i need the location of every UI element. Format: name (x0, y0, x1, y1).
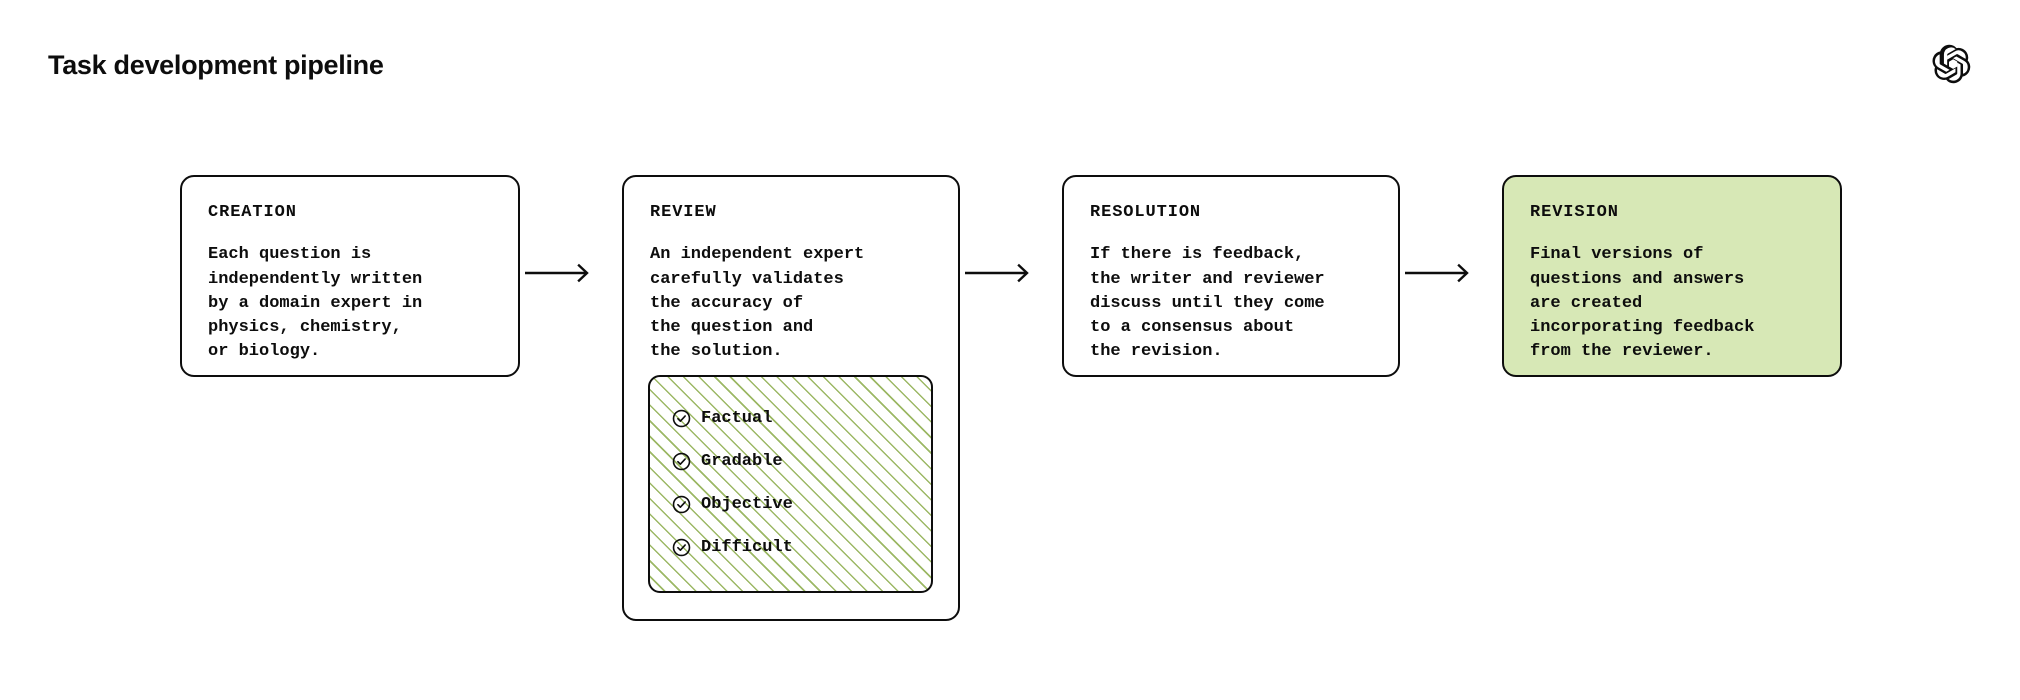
list-item: Factual (672, 397, 931, 440)
page-title: Task development pipeline (48, 50, 384, 80)
criteria-label: Gradable (701, 452, 783, 471)
arrow-right-icon (1405, 258, 1473, 288)
stage-heading: CREATION (208, 203, 297, 222)
stage-description: An independent expert carefully validate… (650, 245, 865, 361)
stage-description: If there is feedback, the writer and rev… (1090, 245, 1325, 361)
check-circle-icon (672, 452, 691, 471)
pipeline-stage-revision[interactable]: REVISION Final versions of questions and… (1502, 175, 1842, 377)
arrow-right-icon (965, 258, 1033, 288)
criteria-label: Factual (701, 409, 773, 428)
stage-heading: REVISION (1530, 203, 1619, 222)
stage-description: Final versions of questions and answers … (1530, 245, 1755, 361)
list-item: Objective (672, 483, 931, 526)
arrow-right-icon (525, 258, 593, 288)
check-circle-icon (672, 538, 691, 557)
pipeline-stage-creation[interactable]: CREATION Each question is independently … (180, 175, 520, 377)
stage-heading: REVIEW (650, 203, 717, 222)
list-item: Difficult (672, 526, 931, 569)
check-circle-icon (672, 409, 691, 428)
stage-heading: RESOLUTION (1090, 203, 1202, 222)
stage-description: Each question is independently written b… (208, 245, 423, 361)
criteria-label: Objective (701, 495, 793, 514)
check-circle-icon (672, 495, 691, 514)
criteria-label: Difficult (701, 538, 793, 557)
openai-logo-icon (1930, 43, 1972, 85)
pipeline-stage-resolution[interactable]: RESOLUTION If there is feedback, the wri… (1062, 175, 1400, 377)
list-item: Gradable (672, 440, 931, 483)
review-criteria-panel: Factual Gradable Objective (648, 375, 933, 593)
